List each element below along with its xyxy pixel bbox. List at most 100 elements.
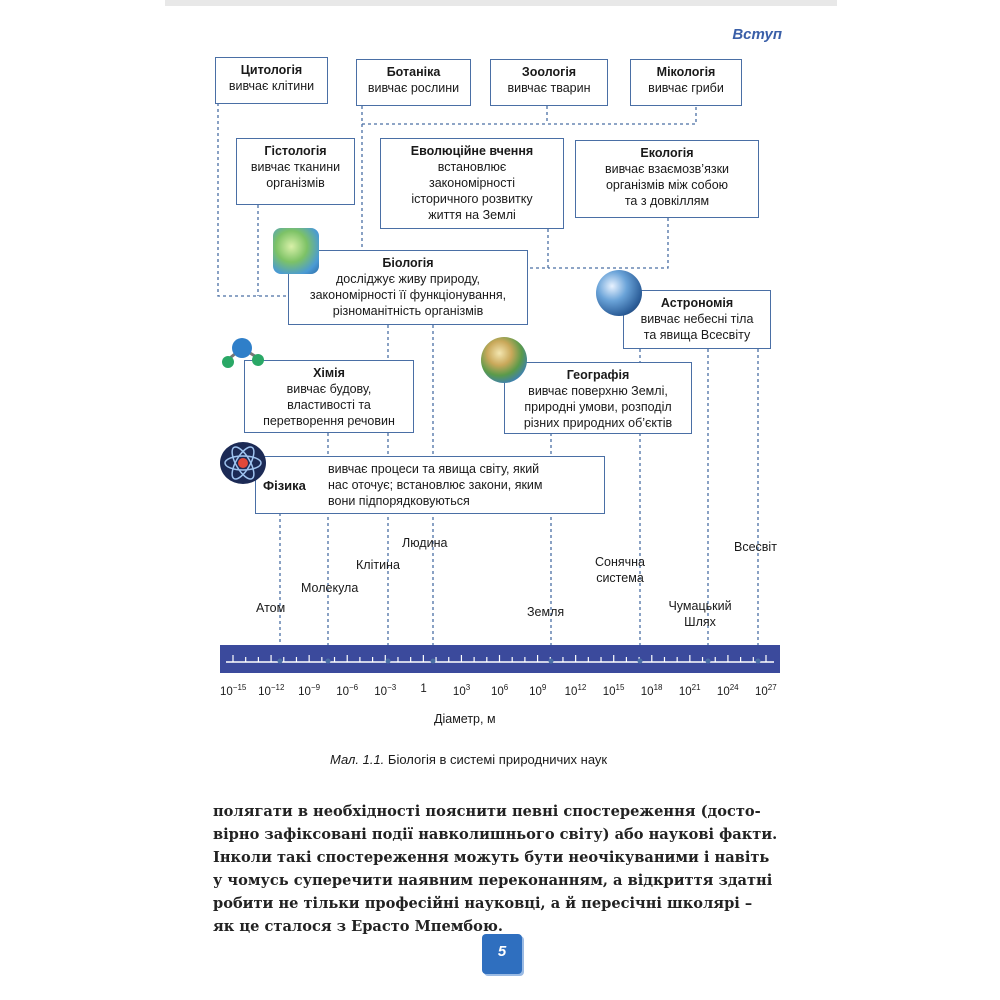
box-mycology: Мікологія вивчає гриби (630, 59, 742, 106)
ecology-connector (548, 218, 669, 269)
cytology-desc: вивчає клітини (228, 79, 315, 93)
label-milky-way-2: Шлях (684, 615, 716, 629)
tick-label: 1015 (602, 683, 625, 698)
para-line-4: у чомусь суперечити наявним переконанням… (213, 872, 773, 889)
taxonomy-bus (361, 106, 697, 125)
physics-title: Фізика (263, 478, 306, 493)
box-astronomy: Астрономія вивчає небесні тіла та явища … (623, 290, 771, 349)
evolution-desc-2: закономірності (428, 176, 516, 190)
earth-globe-icon (273, 228, 319, 274)
planet-earth-icon (596, 270, 642, 316)
chemistry-desc-3: перетворення речовин (263, 414, 395, 428)
label-milky-way: Чумацький Шлях (662, 598, 738, 630)
mycology-title: Мікологія (656, 65, 716, 79)
molecule-icon (222, 338, 264, 368)
ecology-desc-1: вивчає взаємозв’язки (604, 162, 730, 176)
box-botany: Ботаніка вивчає рослини (356, 59, 471, 106)
biology-desc-1: досліджує живу природу, (336, 272, 480, 286)
geography-desc-3: різних природних об’єктів (523, 416, 673, 430)
evolution-desc-3: історичного розвитку (411, 192, 533, 206)
ecology-title: Екологія (640, 146, 694, 160)
cytology-connector (217, 103, 290, 297)
chemistry-desc-1: вивчає будову, (286, 382, 372, 396)
para-line-1: полягати в необхідності пояснити певні с… (213, 803, 761, 820)
para-line-2: вірно зафіксовані події навколишнього св… (213, 826, 778, 843)
geography-title: Географія (566, 368, 630, 382)
histology-title: Гістологія (264, 144, 327, 158)
cytology-title: Цитологія (240, 63, 303, 77)
evolution-desc-1: встановлює (437, 160, 507, 174)
tick-label: 1027 (755, 683, 777, 698)
tick-label: 10−15 (220, 683, 247, 698)
zoology-title: Зоологія (521, 65, 577, 79)
box-zoology: Зоологія вивчає тварин (490, 59, 608, 106)
tick-label: 1024 (716, 683, 739, 698)
ecology-desc-2: організмів між собою (605, 178, 729, 192)
tick-label: 1 (420, 683, 427, 695)
label-solar-system: Сонячна система (588, 554, 652, 586)
histology-desc-1: вивчає тканини (250, 160, 341, 174)
mycology-desc: вивчає гриби (648, 81, 724, 95)
label-solar-system-2: система (596, 571, 644, 585)
caption-text: Біологія в системі природничих наук (384, 752, 608, 767)
physics-desc-3: вони підпорядковуються (328, 494, 470, 508)
para-line-6: як це сталося з Ерасто Мпембою. (213, 918, 503, 935)
box-ecology: Екологія вивчає взаємозв’язки організмів… (575, 140, 759, 218)
box-chemistry: Хімія вивчає будову, властивості та пере… (244, 360, 414, 433)
ecology-desc-3: та з довкіллям (624, 194, 710, 208)
zoology-desc: вивчає тварин (507, 81, 591, 95)
physics-desc-2: нас оточує; встановлює закони, яким (328, 478, 543, 492)
label-cell: Клітина (356, 558, 400, 572)
physics-desc-1: вивчає процеси та явища світу, який (328, 462, 540, 476)
caption-label: Мал. 1.1. (330, 752, 385, 767)
biology-title: Біологія (382, 256, 434, 270)
tick-label: 103 (452, 683, 471, 698)
box-biology: Біологія досліджує живу природу, законом… (288, 250, 528, 325)
para-line-3: Інколи такі спостереження можуть бути не… (213, 849, 770, 866)
astronomy-title: Астрономія (660, 296, 734, 310)
globe-icon (481, 337, 527, 383)
box-physics: вивчає процеси та явища світу, який нас … (255, 456, 605, 514)
box-cytology: Цитологія вивчає клітини (215, 57, 328, 104)
evolution-title: Еволюційне вчення (410, 144, 534, 158)
chemistry-desc-2: властивості та (287, 398, 371, 412)
biology-desc-3: різноманітність організмів (332, 304, 484, 318)
atom-icon (220, 442, 266, 484)
box-evolution: Еволюційне вчення встановлює закономірно… (380, 138, 564, 229)
tick-label: 106 (491, 683, 509, 698)
tick-label: 10−12 (258, 683, 285, 698)
geography-desc-1: вивчає поверхню Землі, (528, 384, 668, 398)
label-molecule: Молекула (301, 581, 359, 595)
geography-desc-2: природні умови, розподіл (524, 400, 672, 414)
biology-desc-2: закономірності її функціонування, (309, 288, 507, 302)
tick-label: 10−3 (374, 683, 397, 698)
astronomy-desc-2: та явища Всесвіту (643, 328, 751, 342)
label-earth: Земля (527, 605, 565, 619)
astronomy-desc-1: вивчає небесні тіла (640, 312, 754, 326)
chemistry-title: Хімія (313, 366, 345, 380)
section-title: Вступ (732, 26, 782, 43)
label-milky-way-1: Чумацький (668, 599, 732, 613)
tick-label: 1021 (678, 683, 701, 698)
botany-title: Ботаніка (386, 65, 441, 79)
body-paragraph: полягати в необхідності пояснити певні с… (213, 800, 785, 938)
tick-label: 10−9 (298, 683, 321, 698)
para-line-5: робити не тільки професійні науковці, а … (213, 895, 753, 912)
histology-desc-2: організмів (266, 176, 325, 190)
evolution-desc-4: життя на Землі (428, 208, 516, 222)
label-solar-system-1: Сонячна (594, 555, 646, 569)
figure-caption: Мал. 1.1. Біологія в системі природничих… (330, 752, 607, 767)
axis-title: Діаметр, м (434, 712, 496, 726)
page-number: 5 (482, 934, 522, 974)
tick-label: 10−6 (336, 683, 359, 698)
box-histology: Гістологія вивчає тканини організмів (236, 138, 355, 205)
top-border (165, 0, 837, 6)
label-atom: Атом (256, 601, 286, 615)
tick-label: 1018 (640, 683, 663, 698)
box-geography: Географія вивчає поверхню Землі, природн… (504, 362, 692, 434)
botany-desc: вивчає рослини (367, 81, 460, 95)
tick-label: 109 (529, 683, 547, 698)
label-human: Людина (402, 536, 448, 550)
evolution-connector (528, 229, 549, 269)
